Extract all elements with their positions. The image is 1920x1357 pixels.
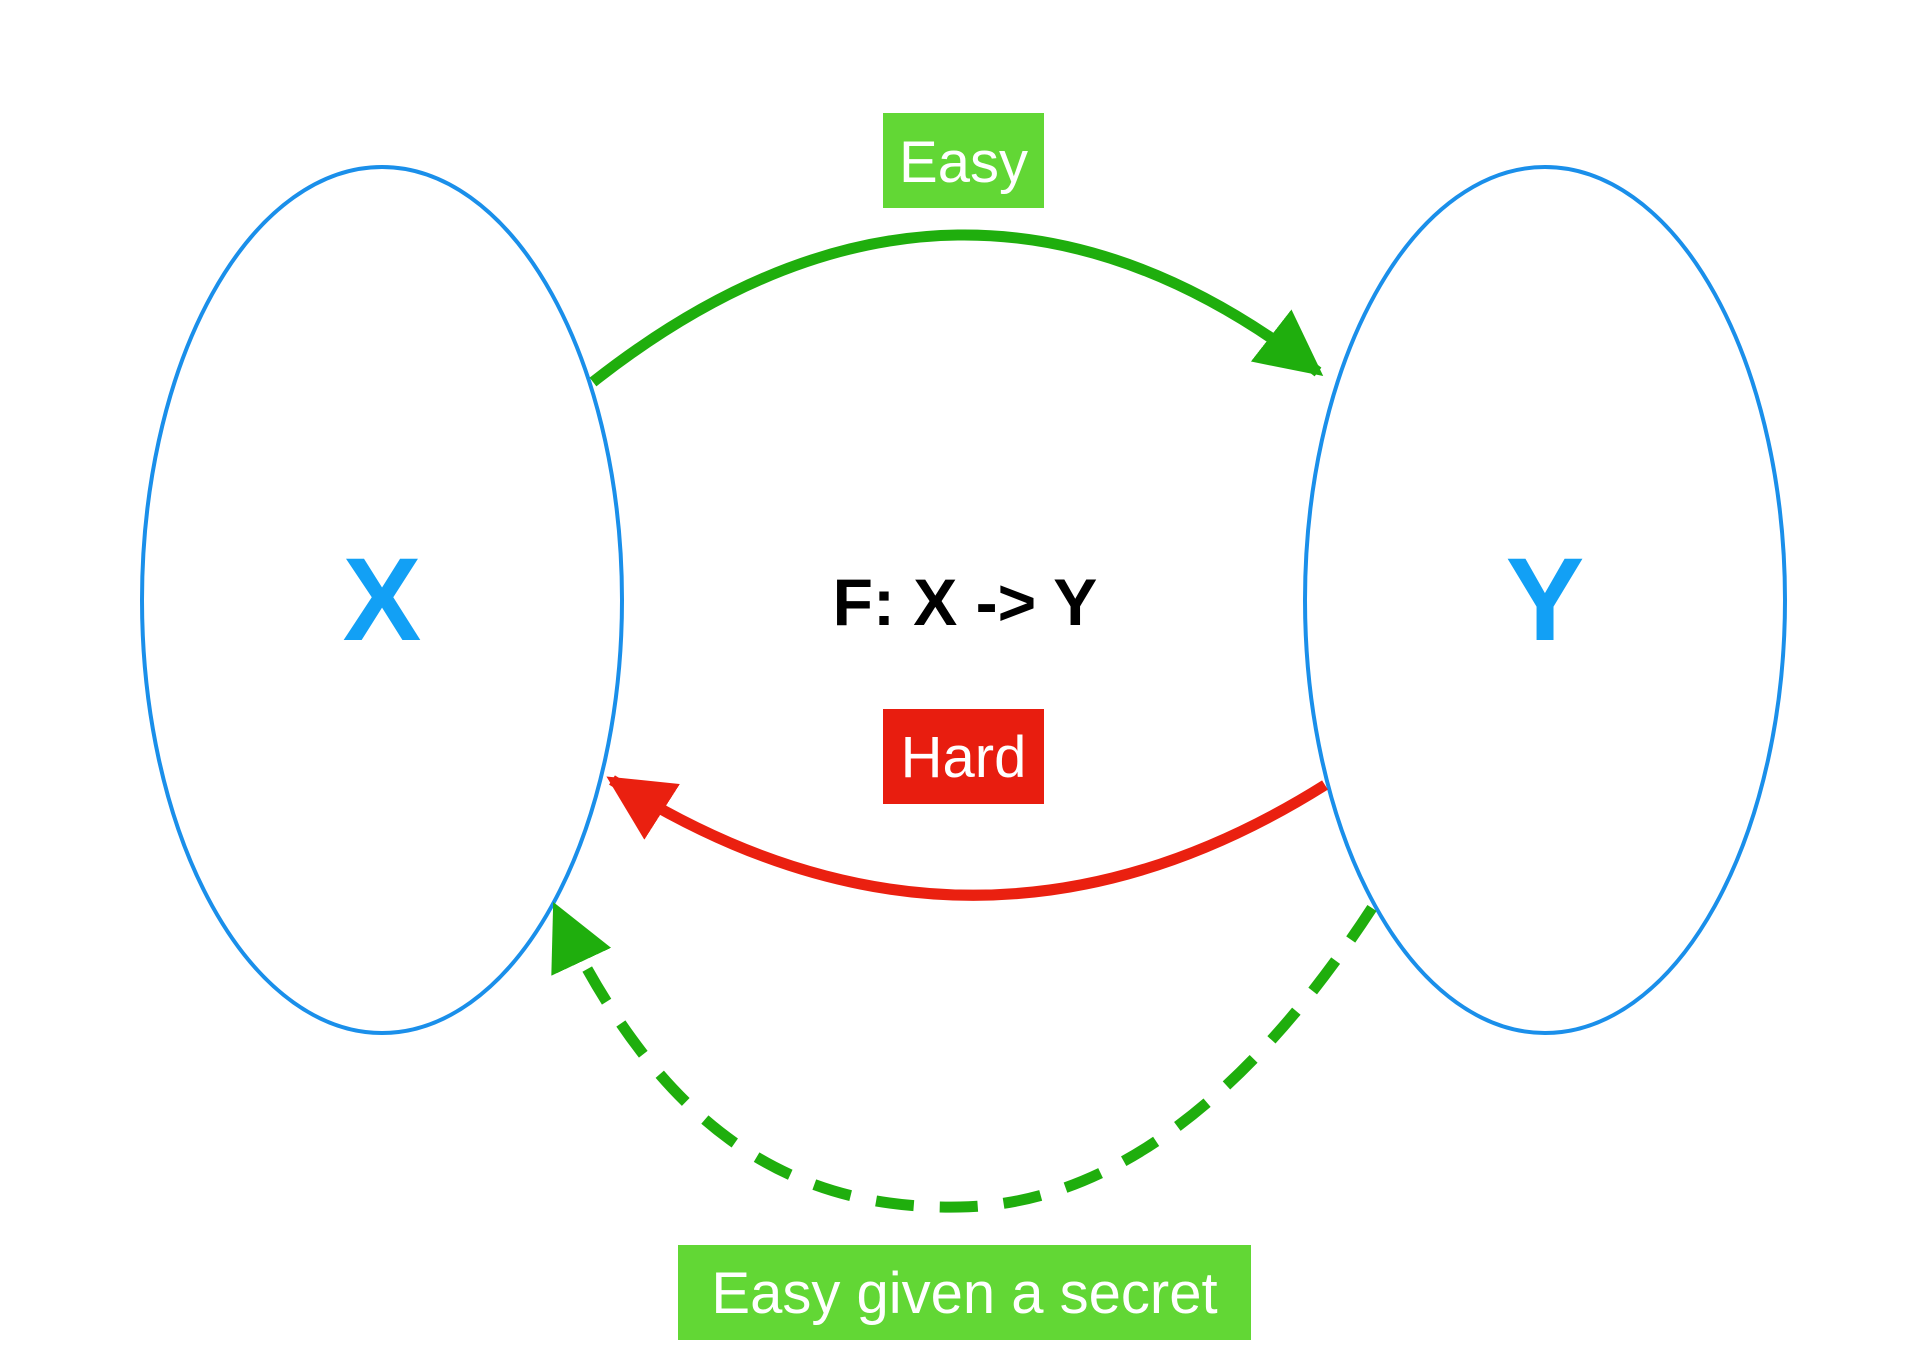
set-y-label: Y <box>1506 534 1585 666</box>
trapdoor-arrow <box>551 902 1377 1213</box>
inverse-arrow <box>606 775 1328 901</box>
hard-tag-text: Hard <box>901 725 1027 790</box>
forward-arrow <box>589 229 1324 387</box>
set-y-ellipse <box>1303 165 1787 1035</box>
easy-tag: Easy <box>883 113 1044 208</box>
hard-tag: Hard <box>883 709 1044 804</box>
set-x-ellipse <box>140 165 624 1035</box>
easy-tag-background <box>883 113 1044 208</box>
set-x-label: X <box>343 534 422 666</box>
trapdoor-tag-background <box>678 1245 1251 1340</box>
trapdoor-tag-text: Easy given a secret <box>711 1261 1217 1326</box>
easy-tag-text: Easy <box>899 130 1028 195</box>
trapdoor-tag: Easy given a secret <box>678 1245 1251 1340</box>
hard-tag-background <box>883 709 1044 804</box>
function-label: F: X -> Y <box>833 565 1098 639</box>
